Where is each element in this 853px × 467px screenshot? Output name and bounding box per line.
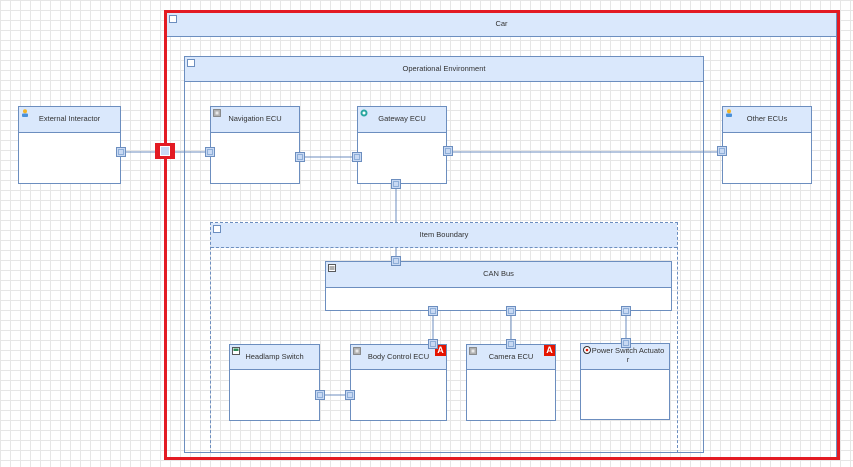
block-type-icon bbox=[169, 15, 177, 23]
port-body-control-top[interactable] bbox=[428, 339, 438, 349]
power-switch-actuator-label: Power Switch Actuator bbox=[591, 346, 665, 364]
block-type-icon bbox=[213, 225, 221, 233]
can-bus-header: CAN Bus bbox=[326, 262, 671, 288]
external-interactor-header: External Interactor bbox=[19, 107, 120, 133]
external-interactor-label: External Interactor bbox=[38, 114, 101, 124]
operational-environment-label: Operational Environment bbox=[402, 63, 486, 73]
car-header: Car bbox=[167, 13, 836, 37]
port-navigation-left[interactable] bbox=[205, 147, 215, 157]
block-type-icon bbox=[187, 59, 195, 67]
actuator-gear-icon bbox=[583, 346, 591, 354]
port-can-bus-bottom-1[interactable] bbox=[428, 306, 438, 316]
operational-environment-block[interactable]: Operational Environment bbox=[184, 56, 704, 453]
camera-ecu-label: Camera ECU bbox=[488, 351, 534, 361]
can-bus-block[interactable]: CAN Bus bbox=[325, 261, 672, 311]
other-ecus-block[interactable]: Other ECUs bbox=[722, 106, 812, 184]
gateway-ecu-label: Gateway ECU bbox=[378, 114, 426, 124]
item-boundary-header: Item Boundary bbox=[211, 223, 677, 248]
port-gateway-right[interactable] bbox=[443, 146, 453, 156]
item-boundary-block[interactable]: Item Boundary bbox=[210, 222, 678, 453]
ecu-chip-icon bbox=[213, 109, 221, 117]
person-icon bbox=[22, 109, 28, 117]
port-other-ecus[interactable] bbox=[717, 146, 727, 156]
port-power-switch-top[interactable] bbox=[621, 338, 631, 348]
external-interactor-block[interactable]: External Interactor bbox=[18, 106, 121, 184]
switch-icon bbox=[232, 347, 240, 355]
operational-environment-header: Operational Environment bbox=[185, 57, 703, 82]
port-can-bus-top[interactable] bbox=[391, 256, 401, 266]
port-gateway-left[interactable] bbox=[352, 152, 362, 162]
gateway-ecu-block[interactable]: Gateway ECU bbox=[357, 106, 447, 184]
port-navigation-right[interactable] bbox=[295, 152, 305, 162]
other-ecus-label: Other ECUs bbox=[746, 114, 788, 124]
network-gear-icon bbox=[360, 109, 368, 117]
asil-badge: A bbox=[544, 345, 555, 356]
headlamp-switch-label: Headlamp Switch bbox=[245, 351, 304, 361]
bus-icon bbox=[328, 264, 336, 272]
headlamp-switch-block[interactable]: Headlamp Switch bbox=[229, 344, 320, 421]
body-control-ecu-block[interactable]: Body Control ECU A bbox=[350, 344, 447, 421]
body-control-ecu-label: Body Control ECU bbox=[367, 351, 430, 361]
gateway-ecu-header: Gateway ECU bbox=[358, 107, 446, 133]
port-body-control-left[interactable] bbox=[345, 390, 355, 400]
port-gateway-bottom[interactable] bbox=[391, 179, 401, 189]
person-icon bbox=[726, 109, 732, 117]
port-can-bus-bottom-2[interactable] bbox=[506, 306, 516, 316]
other-ecus-header: Other ECUs bbox=[723, 107, 811, 133]
navigation-ecu-header: Navigation ECU bbox=[211, 107, 299, 133]
selected-port-handle[interactable] bbox=[155, 143, 175, 159]
port-external-interactor[interactable] bbox=[116, 147, 126, 157]
navigation-ecu-label: Navigation ECU bbox=[228, 114, 282, 124]
body-control-ecu-header: Body Control ECU bbox=[351, 345, 446, 370]
item-boundary-label: Item Boundary bbox=[419, 229, 469, 239]
power-switch-actuator-header: Power Switch Actuator bbox=[581, 344, 669, 370]
port-can-bus-bottom-3[interactable] bbox=[621, 306, 631, 316]
navigation-ecu-block[interactable]: Navigation ECU bbox=[210, 106, 300, 184]
asil-badge: A bbox=[435, 345, 446, 356]
port-camera-top[interactable] bbox=[506, 339, 516, 349]
can-bus-label: CAN Bus bbox=[483, 269, 514, 279]
port-headlamp-right[interactable] bbox=[315, 390, 325, 400]
camera-ecu-header: Camera ECU bbox=[467, 345, 555, 370]
car-label: Car bbox=[495, 19, 508, 29]
ecu-chip-icon bbox=[353, 347, 361, 355]
ecu-chip-icon bbox=[469, 347, 477, 355]
car-block[interactable]: Car bbox=[166, 12, 837, 458]
headlamp-switch-header: Headlamp Switch bbox=[230, 345, 319, 370]
power-switch-actuator-block[interactable]: Power Switch Actuator bbox=[580, 343, 670, 420]
selection-frame bbox=[164, 10, 840, 460]
camera-ecu-block[interactable]: Camera ECU A bbox=[466, 344, 556, 421]
